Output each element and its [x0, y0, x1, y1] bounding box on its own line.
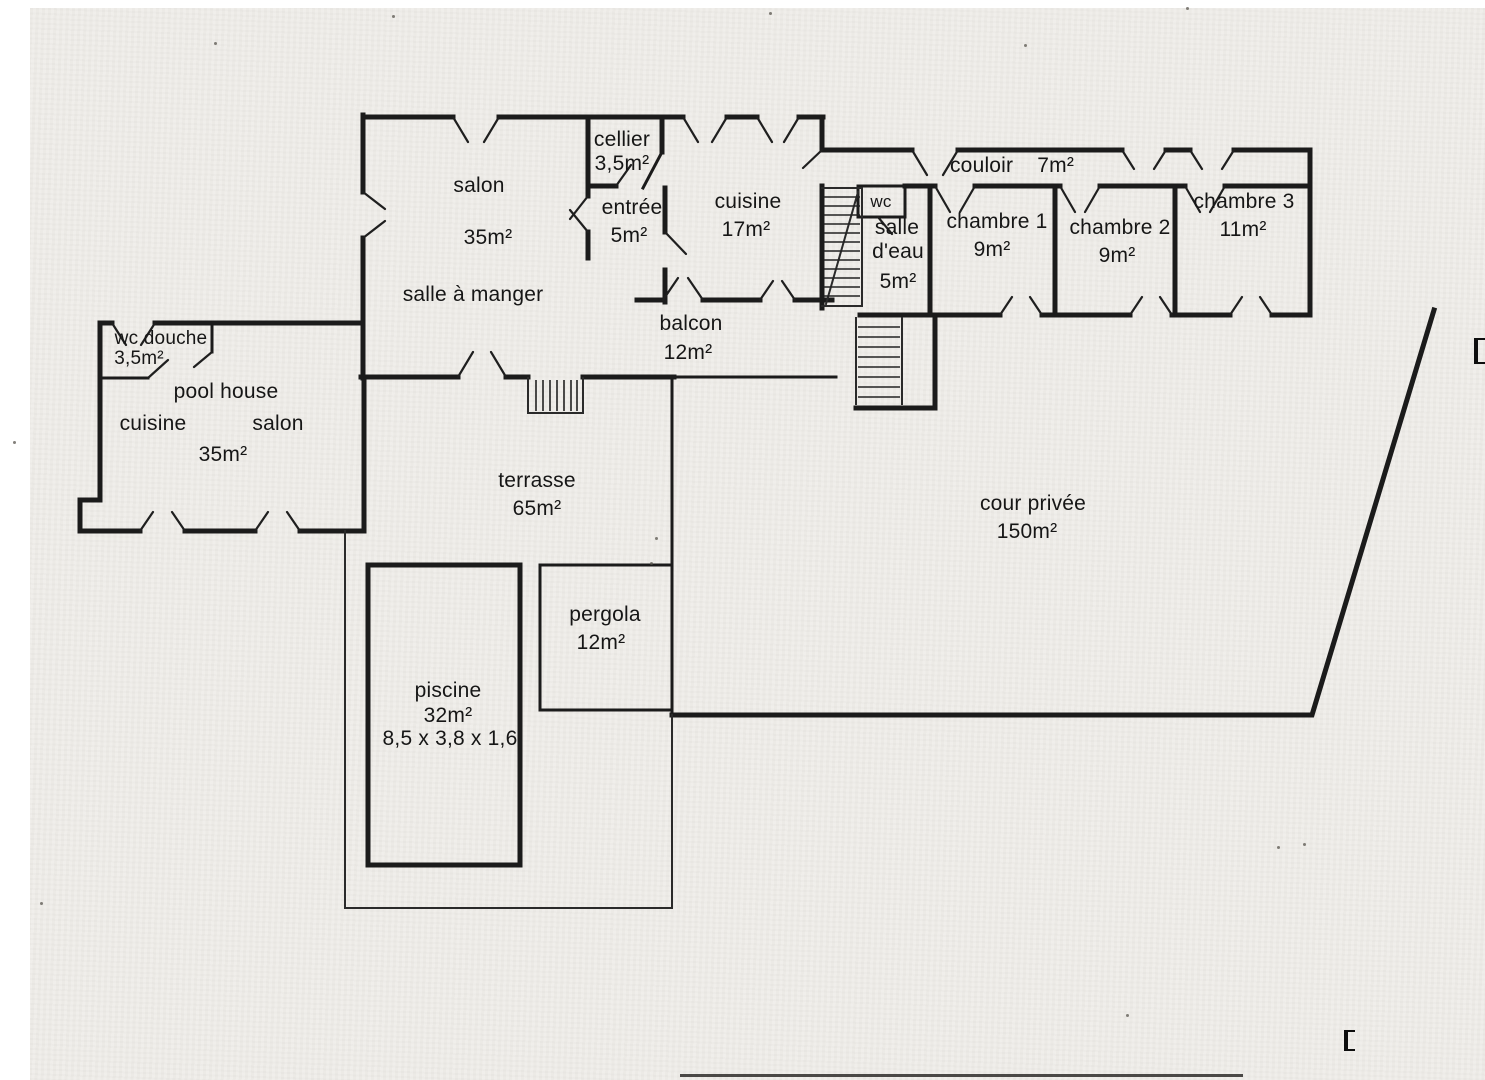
scanner-artifact-bracket: [1344, 1030, 1355, 1051]
wc-douche-partitions: [98, 321, 214, 380]
balcon-label: balcon: [659, 312, 723, 335]
piscine-area: 32m²: [423, 704, 473, 727]
pergola-label: pergola: [569, 603, 641, 626]
salle-a-manger-label: salle à manger: [402, 283, 544, 306]
scan-speck: [40, 902, 43, 905]
terrasse-label: terrasse: [498, 469, 576, 492]
pool-house-area: 35m²: [198, 443, 248, 466]
scan-speck: [655, 537, 658, 540]
exterior-stair-outline: [855, 317, 903, 405]
interior-stair-treads: [824, 196, 860, 297]
stair-treads-layer: [535, 196, 900, 411]
walls-layer: [77, 112, 1438, 868]
scan-speck: [1126, 1014, 1129, 1017]
cour-privee-area: 150m²: [996, 520, 1058, 543]
piscine-dimensions: 8,5 x 3,8 x 1,6: [382, 727, 518, 750]
pool-house-cuisine-label: cuisine: [119, 412, 187, 435]
scanner-artifact-line: [680, 1074, 1243, 1077]
scan-speck: [13, 441, 16, 444]
wc-douche-label: wc douche: [114, 328, 208, 349]
salle-eau-area: 5m²: [879, 270, 917, 293]
scan-speck: [769, 12, 772, 15]
wc-douche-area: 3,5m²: [114, 348, 164, 369]
cellier-area: 3,5m²: [594, 152, 650, 175]
scan-speck: [1024, 44, 1027, 47]
entree-area: 5m²: [610, 224, 648, 247]
salon-area: 35m²: [463, 226, 513, 249]
thin-outlines-layer: [344, 187, 903, 909]
cuisine-label: cuisine: [714, 190, 782, 213]
cellier-angled-wall: [640, 149, 665, 191]
wc-box: [856, 184, 907, 219]
scan-speck: [214, 42, 217, 45]
salon-label: salon: [453, 174, 505, 197]
terrasse-outline: [344, 530, 673, 909]
couloir-label-row: couloir 7m²: [950, 154, 1074, 178]
exterior-stair-treads: [858, 326, 900, 398]
balcon-area: 12m²: [663, 341, 713, 364]
scan-speck: [1303, 843, 1306, 846]
pool-house-salon-label: salon: [252, 412, 304, 435]
couloir-area: 7m²: [1037, 154, 1075, 177]
chambre-2-area: 9m²: [1098, 244, 1136, 267]
wc-label: wc: [870, 192, 892, 211]
terrace-steps-treads: [535, 380, 578, 411]
chambre-1-area: 9m²: [973, 238, 1011, 261]
scan-speck: [1186, 7, 1189, 10]
couloir-label: couloir: [949, 154, 1014, 177]
chambre-3-area: 11m²: [1219, 218, 1267, 241]
scan-speck: [392, 15, 395, 18]
interior-stair-outline: [821, 187, 863, 307]
scan-speck: [1277, 846, 1280, 849]
chambre-1-label: chambre 1: [946, 210, 1048, 233]
piscine-label: piscine: [414, 679, 482, 702]
salle-eau-label-2: d'eau: [872, 240, 924, 263]
partitions-layer: [98, 149, 907, 717]
pergola-area: 12m²: [576, 631, 626, 654]
chambre-2-label: chambre 2: [1069, 216, 1171, 239]
cour-privee-label: cour privée: [979, 492, 1087, 515]
chambre-3-label: chambre 3: [1193, 190, 1295, 213]
door-swing-marks-layer: [110, 115, 1274, 533]
terrasse-area: 65m²: [512, 497, 562, 520]
terrace-steps-outline: [527, 377, 584, 414]
scan-speck: [650, 562, 653, 565]
entree-label: entrée: [601, 196, 663, 219]
cellier-label: cellier: [593, 128, 651, 151]
salle-eau-label-1: salle: [874, 216, 920, 239]
cuisine-area: 17m²: [721, 218, 771, 241]
scanner-artifact-bracket: [1474, 338, 1485, 364]
pool-house-label: pool house: [173, 380, 279, 403]
